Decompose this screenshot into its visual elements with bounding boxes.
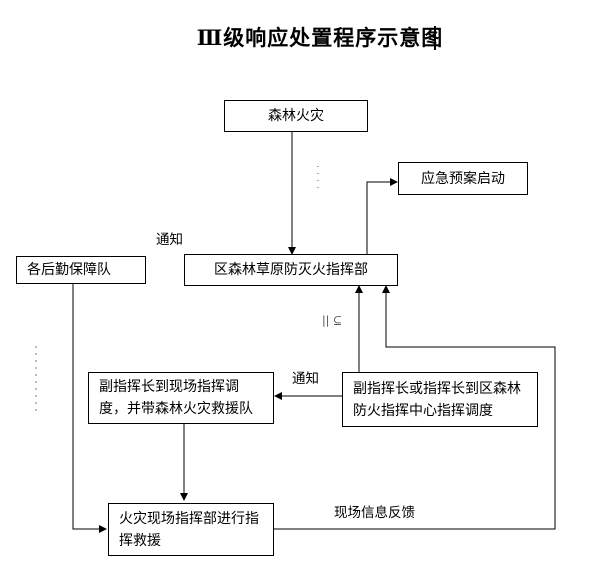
node-deputy-to-site: 副指挥长到现场指挥调度，并带森林火灾救援队 xyxy=(88,372,274,424)
node-district-hq: 区森林草原防灭火指挥部 xyxy=(184,254,398,286)
node-deputy-to-center: 副指挥长或指挥长到区森林防火指挥中心指挥调度 xyxy=(342,372,538,427)
node-logistics: 各后勤保障队 xyxy=(16,256,146,284)
label-feedback: 现场信息反馈 xyxy=(334,505,415,521)
node-site-hq: 火灾现场指挥部进行指挥救援 xyxy=(108,503,274,556)
arrow-hq-to-plan xyxy=(366,178,398,254)
arrow-feedback-to-hq xyxy=(273,285,556,530)
label-notify-mid: 通知 xyxy=(292,371,319,387)
arrow-logistics-to-site xyxy=(72,283,107,533)
node-forest-fire: 森林火灾 xyxy=(224,100,368,132)
label-notify-top: 通知 xyxy=(156,232,183,248)
scan-artifact: || ⊆ xyxy=(322,314,343,327)
node-plan-start: 应急预案启动 xyxy=(398,162,528,195)
text-cursor xyxy=(434,26,436,50)
page-title: Ⅲ级响应处置程序示意图 xyxy=(196,25,444,50)
